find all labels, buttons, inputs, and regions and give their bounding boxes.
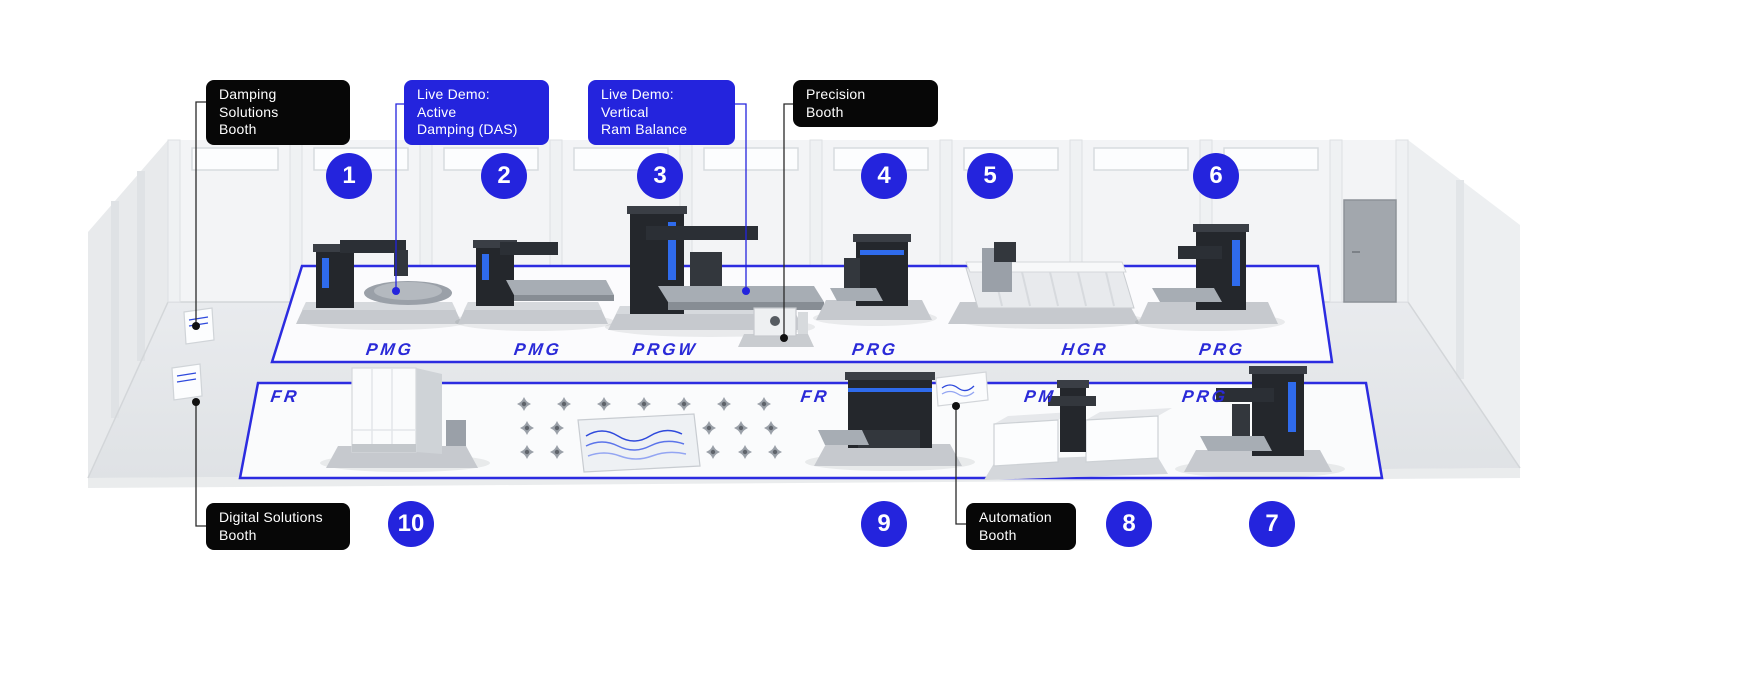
station-marker-3[interactable]: 3 <box>637 153 683 199</box>
leader-dot <box>780 334 788 342</box>
station-marker-5[interactable]: 5 <box>967 153 1013 199</box>
leader-live-demo-vertical-ram <box>733 103 750 295</box>
machine-label-prg-6: PRG <box>1197 340 1247 359</box>
machine-label-pmg-1: PMG <box>364 340 416 359</box>
machine-label-pm: PM <box>1022 387 1058 406</box>
precision-booth-machine[interactable] <box>738 307 814 347</box>
callout-automation-booth: Automation Booth <box>966 503 1076 550</box>
station-marker-10[interactable]: 10 <box>388 501 434 547</box>
wall-panel-digital <box>171 363 203 401</box>
right-wall <box>1407 140 1521 469</box>
leader-digital-solutions <box>192 398 208 527</box>
leader-dot <box>952 402 960 410</box>
callout-digital-solutions-booth: Digital Solutions Booth <box>206 503 350 550</box>
machine-label-fr-9: FR <box>799 387 831 406</box>
machine-label-prg-4: PRG <box>850 340 900 359</box>
leader-dot <box>742 287 750 295</box>
machine-1-pmg[interactable] <box>296 240 470 330</box>
wave-display-screen <box>577 413 701 473</box>
left-wall <box>87 140 169 479</box>
callout-live-demo-active-damping: Live Demo: Active Damping (DAS) <box>404 80 549 145</box>
station-marker-1[interactable]: 1 <box>326 153 372 199</box>
station-marker-8[interactable]: 8 <box>1106 501 1152 547</box>
machine-label-pmg-2: PMG <box>512 340 564 359</box>
callout-live-demo-vertical-ram-balance: Live Demo: Vertical Ram Balance <box>588 80 735 145</box>
machine-7-prg[interactable] <box>1175 366 1345 478</box>
leader-damping-solutions <box>192 101 208 330</box>
leader-dot <box>392 287 400 295</box>
machine-label-fr-10: FR <box>269 387 301 406</box>
machine-label-hgr: HGR <box>1060 340 1110 359</box>
leader-precision <box>780 103 795 342</box>
leader-dot <box>192 398 200 406</box>
station-marker-7[interactable]: 7 <box>1249 501 1295 547</box>
leader-live-demo-active-damping <box>392 103 406 295</box>
station-marker-2[interactable]: 2 <box>481 153 527 199</box>
callout-damping-solutions-booth: Damping Solutions Booth <box>206 80 350 145</box>
door <box>1343 199 1397 303</box>
machine-8-automation-cell[interactable] <box>984 380 1172 480</box>
machine-10-fr[interactable] <box>320 367 490 472</box>
leader-automation <box>952 402 968 525</box>
station-marker-4[interactable]: 4 <box>861 153 907 199</box>
station-marker-6[interactable]: 6 <box>1193 153 1239 199</box>
machine-6-prg[interactable] <box>1135 224 1285 331</box>
machine-label-prgw: PRGW <box>631 340 699 359</box>
machine-4-prg[interactable] <box>813 234 937 326</box>
machine-9-fr[interactable] <box>805 372 975 471</box>
machine-label-prg-7: PRG <box>1180 387 1230 406</box>
station-marker-9[interactable]: 9 <box>861 501 907 547</box>
machine-2-pmg[interactable] <box>455 240 615 331</box>
machine-5-hgr[interactable] <box>948 242 1145 329</box>
leader-dot <box>192 322 200 330</box>
callout-precision-booth: Precision Booth <box>793 80 938 127</box>
automation-sign-panel <box>935 371 989 407</box>
